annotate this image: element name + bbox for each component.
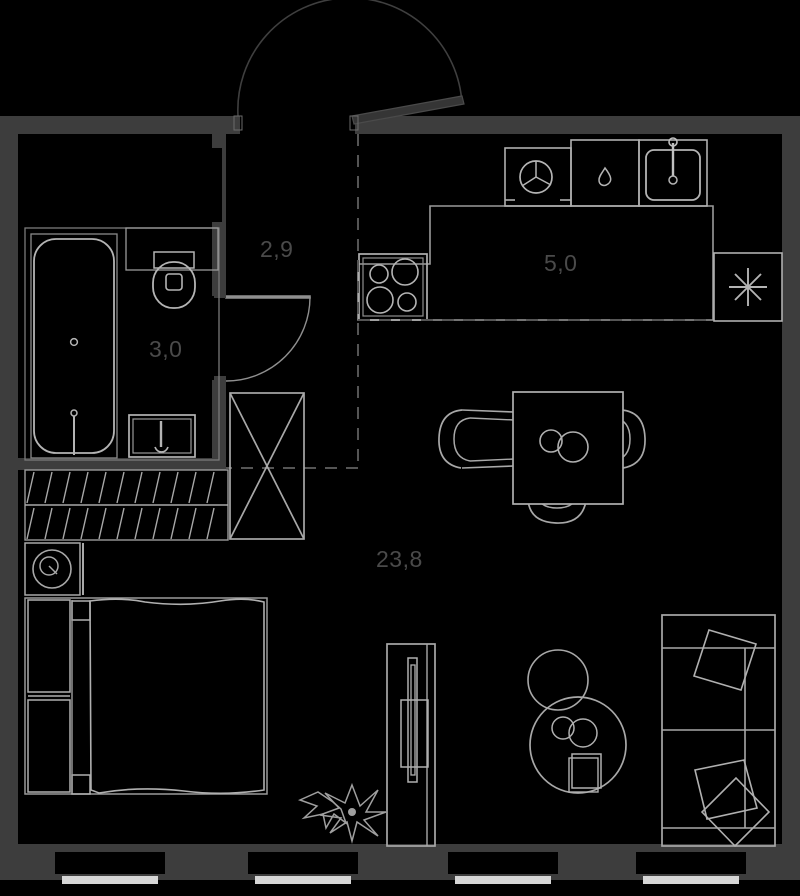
area-label-bathroom: 3,0: [149, 336, 183, 362]
bathtub-icon: [30, 233, 118, 459]
built-in-closet-icon: [229, 392, 305, 540]
window-bottom-far-right: [636, 852, 746, 896]
nightstand-icon: [24, 542, 84, 596]
window-bottom-right: [448, 852, 558, 896]
area-label-hallway: 2,9: [260, 236, 294, 262]
area-label-living-room: 23,8: [376, 546, 423, 572]
wardrobe-hanging-rail-icon: [24, 469, 229, 541]
kitchen-sink-icon: [638, 137, 708, 207]
dashed-zone-guides: [226, 134, 714, 469]
coffee-table-icon: [527, 649, 627, 794]
area-label-kitchen: 5,0: [544, 250, 578, 276]
dining-set: [438, 391, 646, 524]
kitchen-fixtures: [357, 137, 783, 322]
dining-chair-left: [438, 409, 515, 469]
bathroom-fixtures: [24, 227, 220, 461]
wall-structure: [0, 116, 800, 880]
sofa-icon: [661, 614, 776, 848]
washbasin-icon: [128, 414, 196, 458]
toilet-icon: [125, 227, 219, 309]
bathroom-door: [214, 286, 311, 388]
double-bed-icon: [24, 597, 268, 795]
windows-bottom: [55, 852, 746, 896]
window-bottom-left: [55, 852, 165, 896]
tv-cabinet-icon: [386, 643, 436, 847]
potted-plant-icon: [297, 782, 387, 844]
ventilation-shaft: [736, 146, 774, 190]
dishwasher-icon: [570, 139, 640, 207]
washing-machine-icon: [504, 147, 572, 207]
top-left-storage-cabinets: [28, 148, 222, 222]
entrance-door: [233, 0, 465, 131]
window-bottom-center: [248, 852, 358, 896]
radiator-icon: [713, 252, 783, 322]
